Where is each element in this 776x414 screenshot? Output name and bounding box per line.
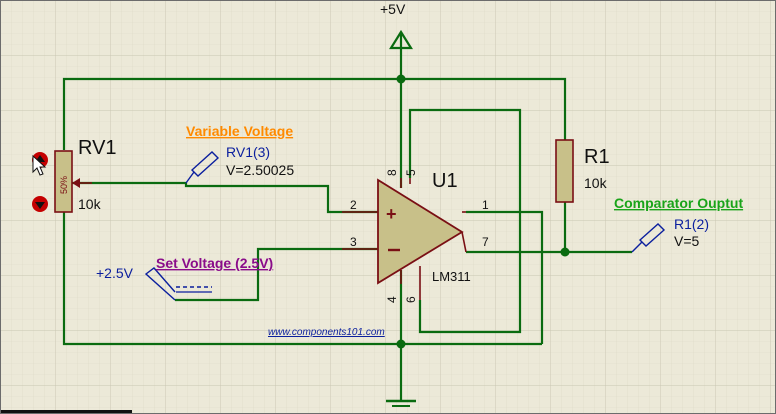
power-label: +5V bbox=[380, 1, 406, 17]
u1-plus-sign: + bbox=[386, 204, 397, 224]
r1-resistor[interactable]: R1 10k bbox=[555, 139, 610, 203]
rv1-value: 10k bbox=[78, 196, 102, 212]
rv1-body bbox=[54, 150, 73, 213]
probe-r1[interactable]: R1(2) V=5 bbox=[631, 216, 709, 253]
r1-body bbox=[555, 139, 574, 203]
wire-bottom-rail bbox=[62, 212, 542, 346]
probe-r1-name: R1(2) bbox=[674, 216, 709, 232]
rv1-ref: RV1 bbox=[78, 137, 117, 159]
comparator-output-label: Comparator Ouptut bbox=[614, 195, 743, 211]
wire-pin1 bbox=[466, 210, 544, 344]
pin-7-label: 7 bbox=[482, 235, 489, 249]
rv1-wiper-percent: 50% bbox=[59, 176, 69, 194]
wires bbox=[62, 52, 632, 400]
variable-voltage-label: Variable Voltage bbox=[186, 123, 293, 139]
ground-terminal[interactable] bbox=[386, 399, 416, 407]
u1-pin-leads bbox=[342, 178, 467, 300]
power-terminal[interactable]: +5V bbox=[380, 1, 413, 52]
junction-bottom bbox=[396, 339, 406, 349]
pin-4-label: 4 bbox=[385, 296, 399, 303]
u1-body bbox=[377, 178, 464, 285]
wire-top-rail bbox=[62, 77, 567, 150]
power-arrow-icon bbox=[389, 29, 413, 50]
probe-set-voltage[interactable]: +2.5V bbox=[96, 265, 212, 301]
pin-5-label: 5 bbox=[404, 169, 418, 176]
rv1-wiper-arrow bbox=[72, 178, 80, 188]
watermark-text: www.components101.com bbox=[268, 327, 385, 338]
mouse-pointer-icon bbox=[32, 154, 47, 176]
probe-r1-stem bbox=[631, 241, 643, 253]
probe-rv1-value: V=2.50025 bbox=[226, 162, 294, 178]
probe-r1-value: V=5 bbox=[674, 233, 700, 249]
probe-rv1[interactable]: RV1(3) V=2.50025 bbox=[185, 144, 294, 184]
pin-6-label: 6 bbox=[404, 296, 418, 303]
probe-rv1-stem bbox=[185, 171, 195, 184]
r1-ref: R1 bbox=[584, 146, 610, 168]
r1-value: 10k bbox=[584, 175, 608, 191]
wire-pin5-loop bbox=[408, 108, 522, 334]
bottom-edge-bar bbox=[0, 410, 132, 414]
u1-comparator[interactable]: + U1 LM311 8 5 2 3 1 7 4 6 bbox=[342, 169, 489, 303]
probe-set-voltage-name: +2.5V bbox=[96, 265, 134, 281]
pin-2-label: 2 bbox=[350, 198, 357, 212]
u1-part: LM311 bbox=[432, 269, 471, 284]
junction-output bbox=[560, 247, 570, 257]
wire-wiper bbox=[72, 181, 378, 214]
u1-ref: U1 bbox=[432, 170, 458, 192]
rv1-potentiometer[interactable]: 50% RV1 10k bbox=[32, 137, 117, 213]
probe-rv1-icon bbox=[190, 151, 220, 177]
wire-set-voltage bbox=[175, 247, 378, 302]
down-arrow-glyph bbox=[35, 202, 45, 209]
rv1-decrease-button[interactable] bbox=[32, 196, 48, 212]
u1-pin-numbers: 8 5 2 3 1 7 4 6 bbox=[350, 169, 489, 303]
probe-rv1-name: RV1(3) bbox=[226, 144, 270, 160]
junctions bbox=[396, 74, 570, 349]
junction-top bbox=[396, 74, 406, 84]
pin-1-label: 1 bbox=[482, 198, 489, 212]
pin-3-label: 3 bbox=[350, 235, 357, 249]
pin-8-label: 8 bbox=[385, 169, 399, 176]
set-voltage-label: Set Voltage (2.5V) bbox=[156, 255, 273, 271]
probe-set-voltage-icon bbox=[144, 267, 176, 301]
probe-r1-icon bbox=[638, 223, 666, 247]
